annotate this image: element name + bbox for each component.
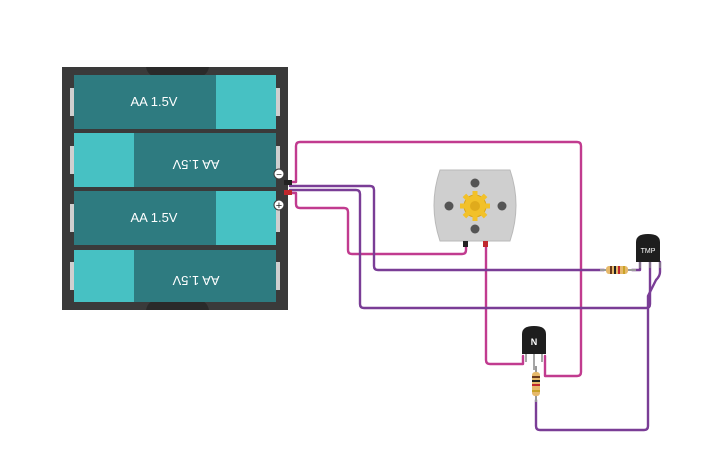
battery-cell-4: AA 1.5V — [70, 250, 280, 302]
battery-cell-2-label: AA 1.5V — [172, 157, 219, 172]
wire-sensor-to-base-resistor[interactable] — [534, 260, 662, 432]
battery-cell-1-label: AA 1.5V — [131, 94, 178, 109]
motor-terminal-black[interactable] — [463, 241, 468, 247]
battery-cell-3: AA 1.5V — [70, 191, 280, 245]
sensor-label: TMP — [641, 248, 656, 255]
battery-plus-symbol: + — [276, 200, 282, 212]
battery-lead-black[interactable] — [284, 180, 292, 185]
battery-pack[interactable]: AA 1.5V AA 1.5V AA 1.5V AA 1.5V — [62, 67, 292, 310]
battery-cell-1: AA 1.5V — [70, 75, 280, 129]
battery-lead-red[interactable] — [284, 190, 292, 195]
gear-icon — [460, 191, 490, 221]
motor-screw-top — [470, 178, 480, 188]
base-resistor[interactable] — [532, 366, 540, 402]
battery-minus-terminal[interactable]: − — [273, 168, 285, 181]
battery-cell-2: AA 1.5V — [70, 133, 280, 187]
wires — [286, 140, 662, 432]
transistor-body — [522, 326, 546, 354]
battery-minus-symbol: − — [276, 170, 282, 181]
motor-screw-bottom — [470, 224, 480, 234]
sensor-body — [636, 234, 660, 262]
wire-battery-plus-to-motor[interactable] — [288, 191, 468, 256]
temperature-sensor[interactable]: TMP — [636, 234, 661, 268]
motor-screw-left — [444, 201, 454, 211]
wire-battery-minus-to-transistor-collector[interactable] — [286, 140, 583, 378]
wire-battery-to-sensor-resistor[interactable] — [288, 184, 606, 272]
npn-transistor[interactable]: N — [522, 326, 546, 370]
transistor-label: N — [531, 337, 538, 347]
motor-screw-right — [497, 201, 507, 211]
battery-pack-bottom-notch — [146, 300, 209, 310]
wire-resistor-to-sensor[interactable] — [630, 260, 642, 272]
battery-plus-terminal[interactable]: + — [273, 199, 285, 212]
sensor-resistor[interactable] — [600, 266, 636, 274]
battery-cell-4-label: AA 1.5V — [172, 273, 219, 288]
motor-terminal-red[interactable] — [483, 241, 488, 247]
battery-cell-3-label: AA 1.5V — [131, 210, 178, 225]
wire-motor-to-transistor[interactable] — [484, 242, 525, 366]
dc-motor[interactable] — [433, 169, 517, 247]
battery-pack-top-notch — [146, 67, 209, 77]
